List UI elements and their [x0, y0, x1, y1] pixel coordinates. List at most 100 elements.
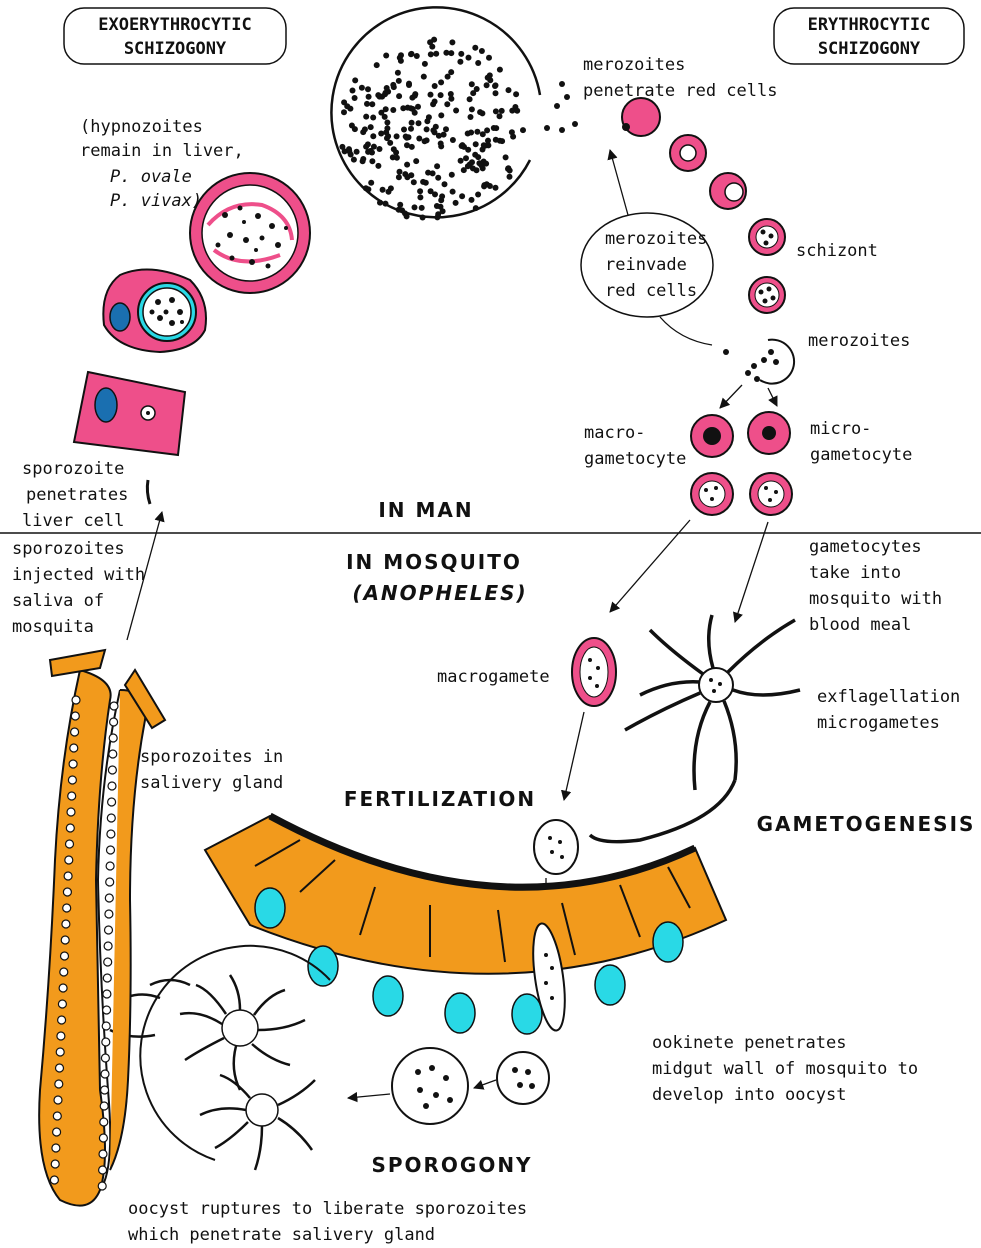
merozoite-dot — [499, 108, 505, 114]
gland-cell-nucleus — [102, 1022, 110, 1030]
gland-cell-nucleus — [55, 1080, 63, 1088]
gland-cell-nucleus — [66, 840, 74, 848]
gland-cell-nucleus — [63, 888, 71, 896]
merozoites-penetrate-label: merozoites penetrate red cells — [583, 55, 777, 101]
oocyst-rupture-arrow — [348, 1094, 390, 1098]
gland-cell-nucleus — [107, 846, 115, 854]
merozoite-dot — [445, 74, 451, 80]
oocyst-icon — [392, 1048, 549, 1124]
merozoite-dot — [493, 185, 499, 191]
gland-cell-nucleus — [53, 1128, 61, 1136]
merozoite-dot — [365, 86, 371, 92]
merozoite-dot — [383, 106, 389, 112]
gametocytes-take-label: gametocytes take into mosquito with bloo… — [809, 537, 952, 635]
merozoite-dot — [483, 161, 489, 167]
liver-cell-icon — [74, 173, 310, 455]
schizont-label: schizont — [796, 241, 878, 261]
merozoite-dot — [433, 51, 439, 57]
exflagellating-microgametocyte-icon — [590, 615, 800, 842]
merozoite-dot — [484, 82, 490, 88]
merozoite-dot — [436, 133, 442, 139]
merozoite-dot — [378, 131, 384, 137]
to-macrogametocyte-arrow — [720, 385, 742, 408]
merozoite-dot — [395, 70, 401, 76]
gland-cell-nucleus — [110, 702, 118, 710]
merozoite-dot — [375, 163, 381, 169]
gland-cell-nucleus — [103, 974, 111, 982]
merozoite-dot — [434, 214, 440, 220]
gametogenesis-label: GAMETOGENESIS — [757, 812, 976, 836]
merozoite-dot — [396, 93, 402, 99]
merozoite-dot — [438, 92, 444, 98]
merozoite-dot — [383, 129, 389, 135]
merozoite-dot — [409, 144, 415, 150]
exo-header-line-2: SCHIZOGONY — [124, 39, 227, 59]
merozoite-dot — [408, 51, 414, 57]
merozoite-dot — [339, 144, 345, 150]
merozoite-dot — [453, 108, 459, 114]
merozoite-dot — [485, 138, 491, 144]
merozoite-dot — [479, 48, 485, 54]
gland-cell-nucleus — [70, 744, 78, 752]
macrogamete-icon — [572, 638, 616, 706]
merozoite-dot — [475, 154, 481, 160]
merozoite-dot — [404, 213, 410, 219]
exoerythrocytic-header: EXOERYTHROCYTIC SCHIZOGONY — [64, 8, 286, 64]
merozoite-dot — [458, 51, 464, 57]
merozoite-dot — [359, 85, 365, 91]
merozoite-dot — [414, 53, 420, 59]
ruptured-schizont-icon — [331, 7, 540, 220]
gland-cell-nucleus — [71, 728, 79, 736]
merozoite-dot — [465, 163, 471, 169]
gland-cell-nucleus — [99, 1166, 107, 1174]
merozoite-dot — [468, 130, 474, 136]
gland-cell-nucleus — [58, 1016, 66, 1024]
merozoite-dot — [365, 149, 371, 155]
merozoite-dot — [352, 77, 358, 83]
merozoite-dot — [383, 53, 389, 59]
merozoite-dot — [497, 113, 503, 119]
merozoite-dot — [453, 200, 459, 206]
merozoite-dot — [439, 193, 445, 199]
merozoite-dot — [426, 114, 432, 120]
merozoite-dot — [417, 194, 423, 200]
reinvade-tail — [660, 317, 712, 345]
merozoite-dot — [510, 134, 516, 140]
merozoite-dot — [427, 39, 433, 45]
merozoite-dot — [383, 201, 389, 207]
to-zygote-arrow — [564, 712, 584, 800]
macrogamete-label: macrogamete — [437, 667, 550, 687]
gland-cell-nucleus — [100, 1118, 108, 1126]
merozoite-dot — [394, 133, 400, 139]
salivary-gland-icon — [39, 650, 165, 1206]
gland-cell-nucleus — [54, 1096, 62, 1104]
gland-cell-nucleus — [64, 872, 72, 880]
merozoite-dot — [397, 55, 403, 61]
merozoite-dot — [480, 131, 486, 137]
fertilization-label: FERTILIZATION — [344, 787, 536, 811]
merozoite-dot — [506, 87, 512, 93]
gland-cell-nucleus — [105, 910, 113, 918]
merozoite-dot — [449, 172, 455, 178]
exo-header-line-1: EXOERYTHROCYTIC — [98, 15, 252, 35]
midgut-wall-icon — [205, 816, 726, 1034]
gland-cell-nucleus — [67, 808, 75, 816]
gland-cell-nucleus — [56, 1048, 64, 1056]
merozoite-dot — [352, 95, 358, 101]
to-macrogamete-arrow — [610, 520, 690, 612]
free-merozoites-icon — [544, 81, 578, 133]
merozoite-dot — [422, 61, 428, 67]
gland-cell-nucleus — [107, 830, 115, 838]
merozoite-dot — [428, 188, 434, 194]
ery-header-line-1: ERYTHROCYTIC — [808, 15, 931, 35]
gland-cell-nucleus — [65, 856, 73, 864]
anopheles-label: (ANOPHELES) — [352, 581, 527, 605]
merozoite-dot — [481, 182, 487, 188]
merozoite-dot — [412, 91, 418, 97]
gland-cell-nucleus — [108, 798, 116, 806]
merozoite-dot — [370, 115, 376, 121]
merozoite-dot — [434, 163, 440, 169]
merozoite-dot — [477, 109, 483, 115]
merozoite-dot — [514, 108, 520, 114]
zygote-icon — [534, 820, 578, 874]
